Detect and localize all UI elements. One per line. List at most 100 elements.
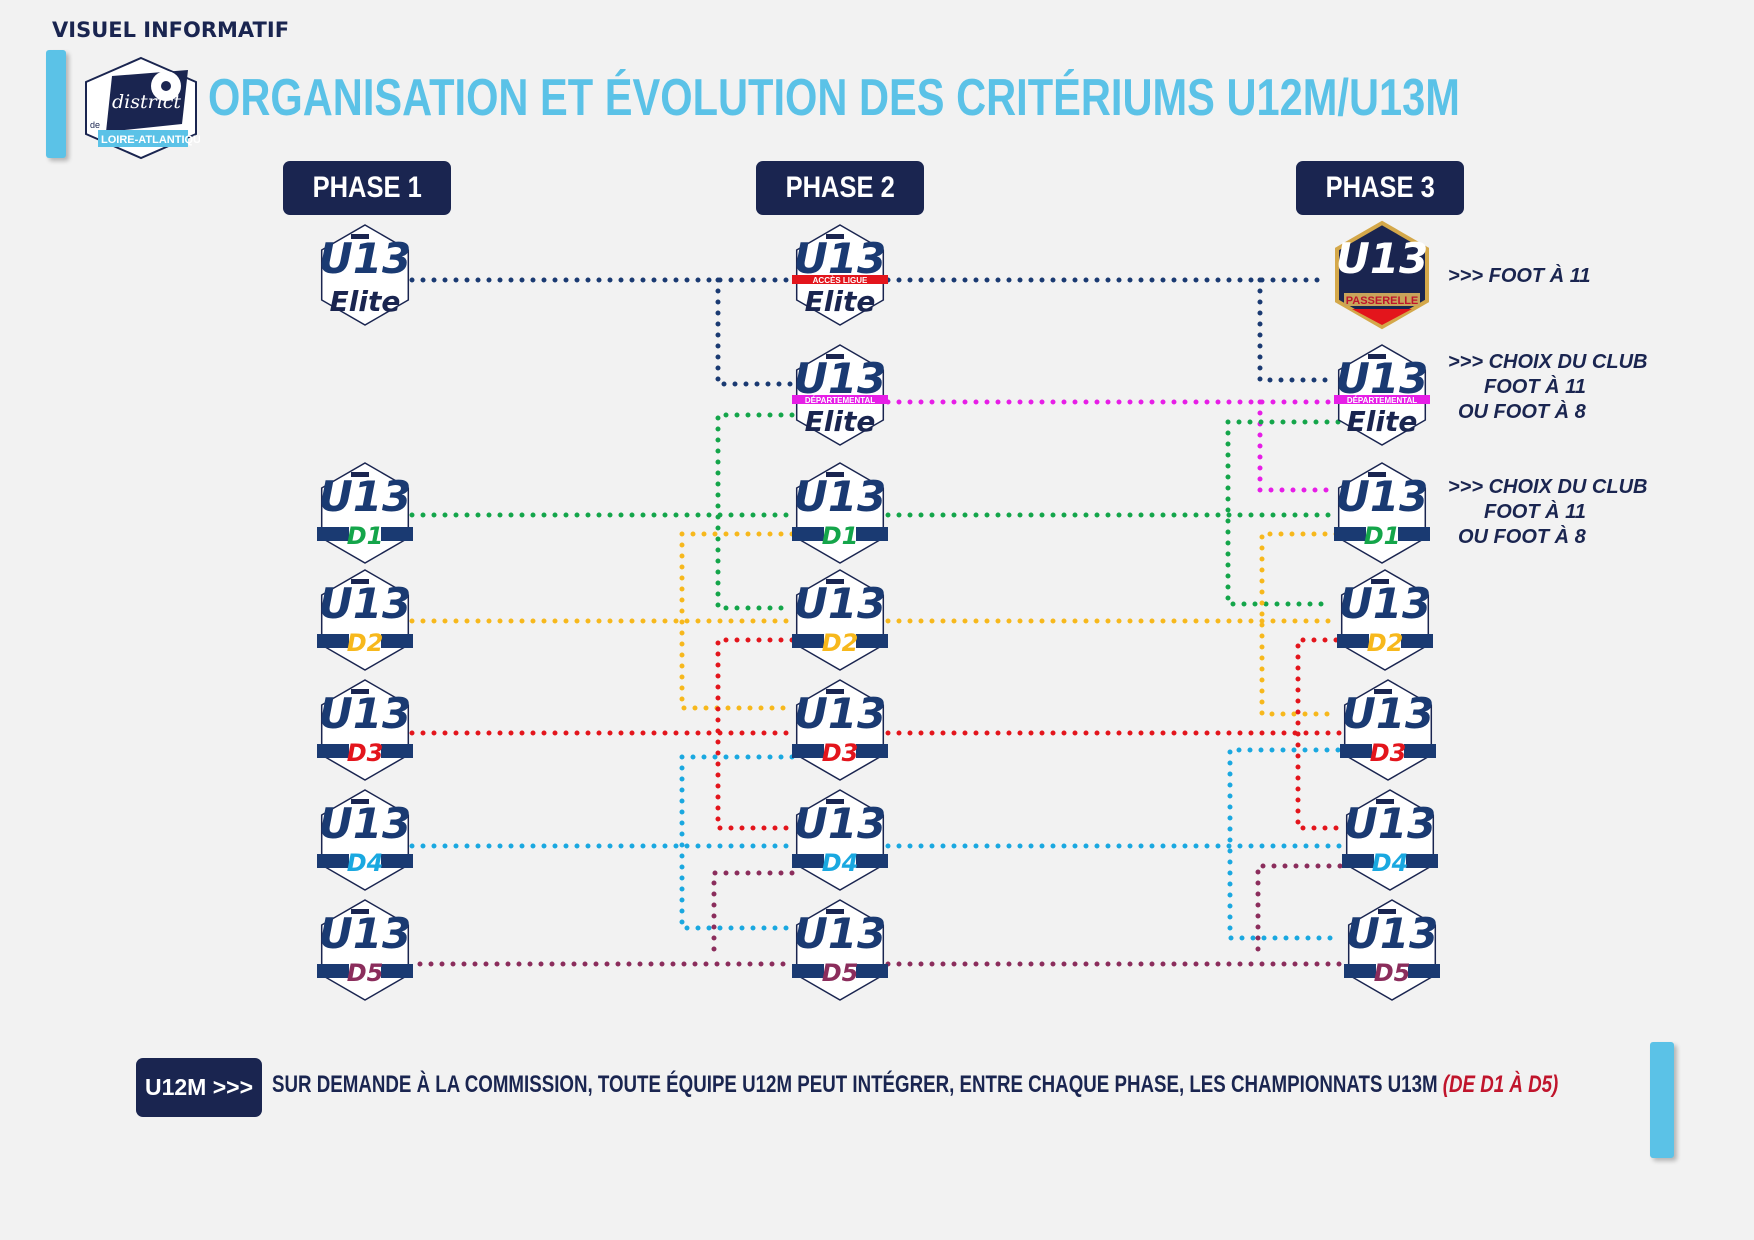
logo-line2: LOIRE-ATLANTIQUE	[101, 134, 200, 146]
link-d1-p3elite	[1225, 419, 1341, 607]
note-d1: >>> CHOIX DU CLUB FOOT À 11 OU FOOT À 8	[1448, 475, 1647, 550]
badge-bottom-text: Elite	[805, 285, 876, 318]
badge-tab	[351, 234, 369, 239]
badge-bottom-text: D3	[822, 739, 859, 767]
badge-tab	[351, 472, 369, 477]
u12m-badge: U12M >>>	[136, 1058, 262, 1117]
note-3-line-3: OU FOOT À 8	[1458, 526, 1586, 548]
badge-tab	[1374, 689, 1392, 694]
badge-top-text: U13	[1342, 689, 1435, 738]
badge-bottom-text: D1	[1364, 522, 1401, 550]
badge-tag-text: DÉPARTEMENTAL	[805, 396, 875, 405]
right-accent-bar	[1650, 1042, 1674, 1158]
badge-bottom-text: D5	[1374, 959, 1411, 987]
badge-bottom-text: D1	[822, 522, 859, 550]
phase-3-header: PHASE 3	[1296, 161, 1464, 215]
badge-bottom-text: D4	[822, 849, 859, 877]
badge-top-text: U13	[794, 579, 887, 628]
note-2-line-1: >>> CHOIX DU CLUB	[1448, 351, 1648, 373]
link-d2-p2d1	[679, 531, 795, 711]
badge-bottom-text: D5	[347, 959, 384, 987]
phase-2-header: PHASE 2	[756, 161, 924, 215]
link-elite-p1-p2dep	[715, 277, 795, 387]
badge-bottom-text: Elite	[330, 285, 401, 318]
note-passerelle: >>> FOOT À 11	[1448, 264, 1590, 289]
badge-tab	[826, 354, 844, 359]
phase-1-label: PHASE 1	[312, 171, 422, 204]
badge-top-text: U13	[794, 354, 887, 403]
badge-tag-text: PASSERELLE	[1346, 295, 1419, 307]
footer-highlight: (DE D1 À D5)	[1442, 1071, 1559, 1098]
badge-top-text: U13	[319, 234, 412, 283]
badge-bottom-text: D4	[1372, 849, 1409, 877]
badge-tab	[1378, 909, 1396, 914]
badge-tab	[1371, 579, 1389, 584]
link-dep-elite-p2-p3d1	[1257, 399, 1335, 493]
link-d3-p2d2	[715, 637, 795, 831]
badge-top-text: U13	[319, 579, 412, 628]
note-3-line-1: >>> CHOIX DU CLUB	[1448, 476, 1648, 498]
badge-top-text: U13	[1339, 579, 1432, 628]
link-d2-p3d1	[1259, 531, 1341, 717]
badge-tab	[1368, 354, 1386, 359]
district-logo: district de LOIRE-ATLANTIQUE	[85, 56, 200, 160]
badge-top-text: U13	[794, 689, 887, 738]
badge-top-text: U13	[319, 799, 412, 848]
badge-tag-band	[792, 275, 888, 284]
badge-bottom-text: Elite	[805, 405, 876, 438]
badge-top-text: U13	[1336, 354, 1429, 403]
badge-top-text: U13	[319, 472, 412, 521]
note-3-line-2: FOOT À 11	[1484, 501, 1586, 523]
note-2-line-3: OU FOOT À 8	[1458, 401, 1586, 423]
badge-top-text: U13	[1336, 234, 1429, 283]
logo-line1: district	[112, 91, 181, 113]
link-d5-p2d4	[711, 870, 795, 953]
badge-top-text: U13	[794, 234, 887, 283]
badge-ribbon	[1352, 309, 1412, 325]
badge-tab	[826, 234, 844, 239]
badge-tab	[351, 909, 369, 914]
badge-tag-text: DÉPARTEMENTAL	[1347, 396, 1417, 405]
badge-top-text: U13	[1336, 472, 1429, 521]
note-2-line-2: FOOT À 11	[1484, 376, 1586, 398]
footer-text: SUR DEMANDE À LA COMMISSION, TOUTE ÉQUIP…	[272, 1071, 1558, 1099]
badge-top-text: U13	[794, 909, 887, 958]
badge-bottom-text: D4	[347, 849, 384, 877]
badge-top-text: U13	[1346, 909, 1439, 958]
link-d1-p2elite	[715, 412, 795, 611]
link-d4-p3d3	[1227, 747, 1343, 941]
badge-bottom-text: D3	[1370, 739, 1407, 767]
badge-tab	[826, 579, 844, 584]
badge-bottom-text: D2	[822, 629, 859, 657]
badge-hexagon	[320, 224, 410, 326]
note-departemental: >>> CHOIX DU CLUB FOOT À 11 OU FOOT À 8	[1448, 350, 1647, 425]
badge-tab	[1376, 799, 1394, 804]
badge-bottom-text: Elite	[1347, 405, 1418, 438]
phase-3-label: PHASE 3	[1325, 171, 1435, 204]
badge-tag-band	[792, 395, 888, 404]
badge-tag-band	[1334, 395, 1430, 404]
badge-tag-text: ACCÈS LIGUE	[813, 276, 868, 285]
link-elite-p2-p3dep	[1257, 277, 1335, 383]
badge-top-text: U13	[319, 909, 412, 958]
badge-tab	[826, 909, 844, 914]
connector-lines	[409, 277, 1343, 967]
badge-tab	[351, 689, 369, 694]
badge-top-text: U13	[1344, 799, 1437, 848]
badge-tab	[1368, 234, 1386, 239]
